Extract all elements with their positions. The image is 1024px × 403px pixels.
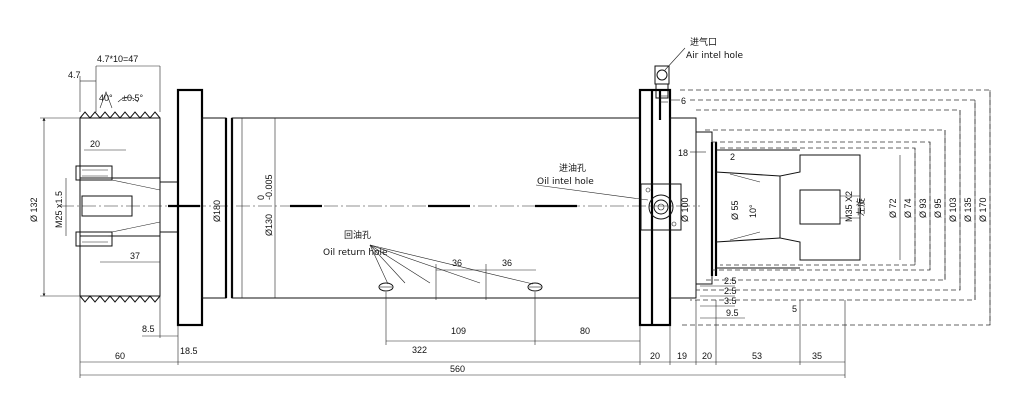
dim-80: 80 — [580, 326, 590, 336]
dim-36b: 36 — [502, 258, 512, 268]
dim-6: 6 — [681, 96, 686, 106]
dim-m25: M25 x1.5 — [54, 191, 64, 228]
dim-dia72: Ø 72 — [888, 198, 898, 218]
dim-dia135: Ø 135 — [963, 197, 973, 222]
dim-109: 109 — [451, 326, 466, 336]
dim-dia180: Ø180 — [212, 200, 222, 222]
dim-m35: M35 X2 — [844, 191, 854, 222]
oil-return-en: Oil return hole — [323, 248, 388, 258]
dim-560: 560 — [450, 364, 465, 374]
dim-9-5: 9.5 — [726, 308, 739, 318]
dim-dia74: Ø 74 — [903, 198, 913, 218]
dim-dia93: Ø 93 — [918, 198, 928, 218]
oil-return-holes — [378, 282, 543, 292]
dim-5: 5 — [792, 304, 797, 314]
dim-dia95: Ø 95 — [933, 198, 943, 218]
dim-53: 53 — [752, 351, 762, 361]
oil-return-cn: 回油孔 — [344, 229, 371, 241]
dim-dia132: Ø 132 — [29, 197, 39, 222]
right-collet — [715, 154, 861, 261]
oil-inlet-cn: 进油孔 — [559, 162, 586, 174]
dim-36a: 36 — [452, 258, 462, 268]
dim-18-5: 18.5 — [180, 346, 198, 356]
dim-8-5: 8.5 — [142, 324, 155, 334]
dim-19: 19 — [677, 351, 687, 361]
dim-dia130: Ø130 — [264, 214, 274, 236]
dim-angle-tol: ±0.5° — [122, 93, 143, 103]
dim-angle-40: 40° — [99, 93, 113, 103]
dim-dia103: Ø 103 — [948, 197, 958, 222]
dim-dia55: Ø 55 — [730, 200, 740, 220]
oil-inlet-en: Oil intel hole — [537, 177, 594, 187]
dim-3-5: 3.5 — [724, 296, 737, 306]
left-chuck — [75, 111, 161, 303]
annotations: 进气口 Air intel hole 进油孔 Oil intel hole 回油… — [29, 36, 988, 374]
air-inlet-fitting — [654, 65, 670, 103]
leaders — [369, 47, 686, 285]
dim-18: 18 — [678, 148, 688, 158]
dim-37: 37 — [130, 251, 140, 261]
dim-2-5a: 2.5 — [724, 276, 737, 286]
dim-2-5b: 2.5 — [724, 286, 737, 296]
dim-tol-zero: 0 — [256, 195, 266, 200]
dim-20c: 20 — [702, 351, 712, 361]
dim-60: 60 — [115, 351, 125, 361]
dim-322: 322 — [412, 345, 427, 355]
dim-thread-pitch: 4.7*10=47 — [97, 54, 138, 64]
dim-2: 2 — [730, 152, 735, 162]
dim-tol-005: -0.005 — [264, 174, 274, 200]
dim-angle-10: 10° — [748, 204, 758, 218]
dim-20: 20 — [90, 139, 100, 149]
dim-dia100: Ø 100 — [680, 197, 690, 222]
dim-20b: 20 — [650, 351, 660, 361]
air-inlet-en: Air intel hole — [686, 51, 744, 61]
left-hand-label: 左旋 — [855, 198, 867, 216]
dim-pitch-47: 4.7 — [68, 70, 81, 80]
dim-dia170: Ø 170 — [978, 197, 988, 222]
dimension-lines — [40, 65, 991, 378]
dim-35: 35 — [812, 351, 822, 361]
spindle-body — [159, 88, 800, 327]
oil-inlet-fitting — [640, 183, 682, 231]
air-inlet-cn: 进气口 — [690, 36, 717, 48]
